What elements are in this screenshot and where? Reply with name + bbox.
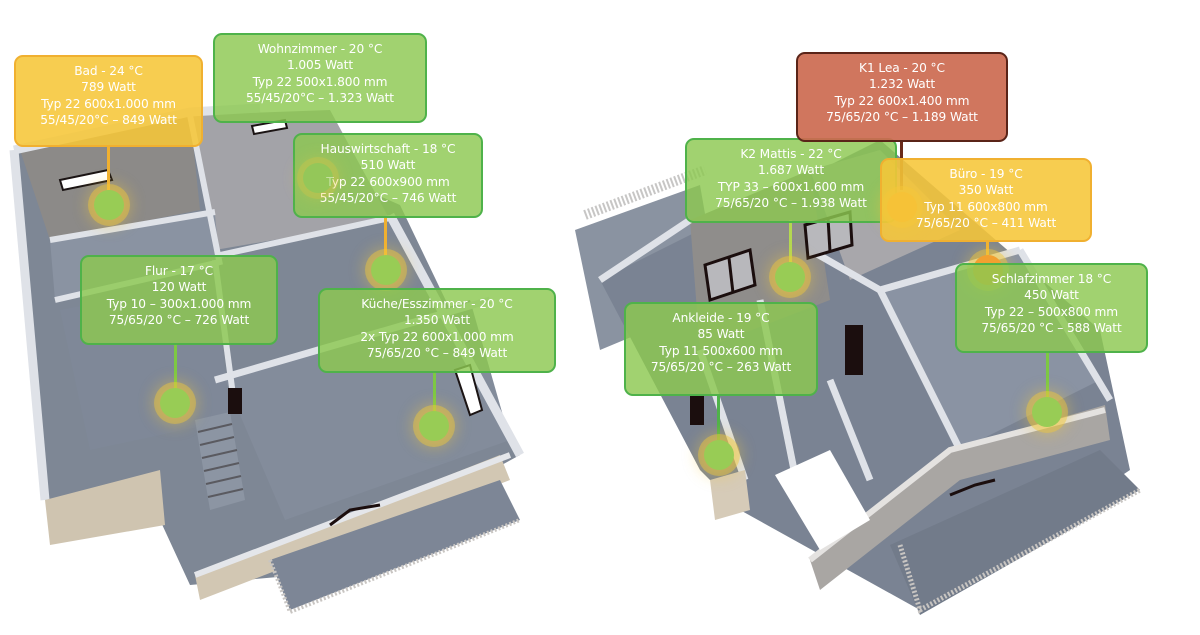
k2-mattis-connector (789, 220, 792, 264)
flur-connector (174, 344, 177, 390)
kueche-connector (433, 371, 436, 416)
hauswirtschaft-connector (384, 216, 387, 260)
heat-demand: 510 Watt (360, 158, 416, 173)
heat-demand: 350 Watt (958, 183, 1014, 198)
radiator-type: Typ 22 600x1.000 mm (41, 96, 176, 111)
ankleide-connector (717, 394, 720, 440)
heat-demand: 85 Watt (697, 327, 745, 342)
room-label-wohnzimmer[interactable]: Wohnzimmer - 20 °C 1.005 Watt Typ 22 500… (213, 33, 427, 123)
radiator-output: 75/65/20 °C – 411 Watt (915, 216, 1057, 231)
radiator-type: Typ 22 600x1.400 mm (834, 93, 970, 108)
room-title: Büro - 19 °C (949, 167, 1023, 181)
ankleide-radiator-marker[interactable] (704, 440, 734, 470)
radiator-type: Typ 22 600x900 mm (326, 174, 450, 189)
room-label-bad[interactable]: Bad - 24 °C 789 Watt Typ 22 600x1.000 mm… (14, 55, 203, 147)
wohnzimmer-radiator-marker[interactable] (303, 163, 333, 193)
radiator-type: Typ 22 500x1.800 mm (252, 74, 388, 89)
radiator-output: 75/65/20 °C – 588 Watt (981, 321, 1122, 336)
buero-connector (986, 240, 989, 262)
radiator-type: Typ 10 – 300x1.000 mm (106, 296, 252, 311)
radiator-output: 75/65/20 °C – 1.189 Watt (826, 110, 978, 125)
room-title: Flur - 17 °C (144, 264, 214, 278)
schlafzimmer-radiator-marker[interactable] (1032, 397, 1062, 427)
radiator-type: 2x Typ 22 600x1.000 mm (360, 329, 514, 344)
radiator-type: Typ 11 500x600 mm (659, 343, 783, 358)
room-title: Hauswirtschaft - 18 °C (320, 142, 456, 156)
room-label-buero[interactable]: Büro - 19 °C 350 Watt Typ 11 600x800 mm … (880, 158, 1092, 242)
radiator-output: 75/65/20 °C – 263 Watt (650, 360, 792, 375)
flur-radiator-marker[interactable] (160, 388, 190, 418)
room-title: Bad - 24 °C (74, 64, 143, 78)
heat-demand: 1.232 Watt (868, 77, 936, 92)
radiator-output: 55/45/20°C – 849 Watt (40, 113, 177, 128)
heat-demand: 450 Watt (1024, 288, 1079, 303)
radiator-output: 55/45/20°C – 1.323 Watt (246, 91, 394, 106)
radiator-output: 75/65/20 °C – 849 Watt (366, 346, 508, 361)
bad-connector (107, 146, 110, 190)
hauswirtschaft-radiator-marker[interactable] (371, 255, 401, 285)
room-label-k1-lea[interactable]: K1 Lea - 20 °C 1.232 Watt Typ 22 600x1.4… (796, 52, 1008, 142)
radiator-output: 75/65/20 °C – 1.938 Watt (715, 196, 867, 211)
heat-demand: 789 Watt (81, 80, 136, 95)
radiator-output: 75/65/20 °C – 726 Watt (108, 313, 250, 328)
room-title: K2 Mattis - 22 °C (740, 147, 842, 161)
room-label-k2-mattis[interactable]: K2 Mattis - 22 °C 1.687 Watt TYP 33 – 60… (685, 138, 897, 223)
room-label-schlafzimmer[interactable]: Schlafzimmer 18 °C 450 Watt Typ 22 – 500… (955, 263, 1148, 353)
heat-demand: 1.687 Watt (757, 163, 825, 178)
bad-radiator-marker[interactable] (94, 190, 124, 220)
room-label-ankleide[interactable]: Ankleide - 19 °C 85 Watt Typ 11 500x600 … (624, 302, 818, 396)
room-label-kueche-esszimmer[interactable]: Küche/Esszimmer - 20 °C 1.350 Watt 2x Ty… (318, 288, 556, 373)
schlafzimmer-connector (1046, 351, 1049, 397)
room-title: Ankleide - 19 °C (672, 311, 770, 325)
radiator-output: 55/45/20°C – 746 Watt (319, 191, 457, 206)
k2-mattis-radiator-marker[interactable] (775, 262, 805, 292)
kueche-radiator-marker[interactable] (419, 411, 449, 441)
radiator-type: Typ 11 600x800 mm (924, 199, 1048, 214)
room-title: Schlafzimmer 18 °C (991, 272, 1112, 286)
heat-demand: 1.005 Watt (286, 58, 354, 73)
heat-demand: 1.350 Watt (403, 313, 471, 328)
radiator-type: Typ 22 – 500x800 mm (984, 304, 1119, 319)
heat-demand: 120 Watt (151, 280, 207, 295)
room-title: Wohnzimmer - 20 °C (257, 42, 383, 56)
radiator-type: TYP 33 – 600x1.600 mm (717, 179, 865, 194)
room-label-flur[interactable]: Flur - 17 °C 120 Watt Typ 10 – 300x1.000… (80, 255, 278, 345)
room-title: K1 Lea - 20 °C (859, 61, 945, 75)
room-title: Küche/Esszimmer - 20 °C (361, 297, 513, 311)
